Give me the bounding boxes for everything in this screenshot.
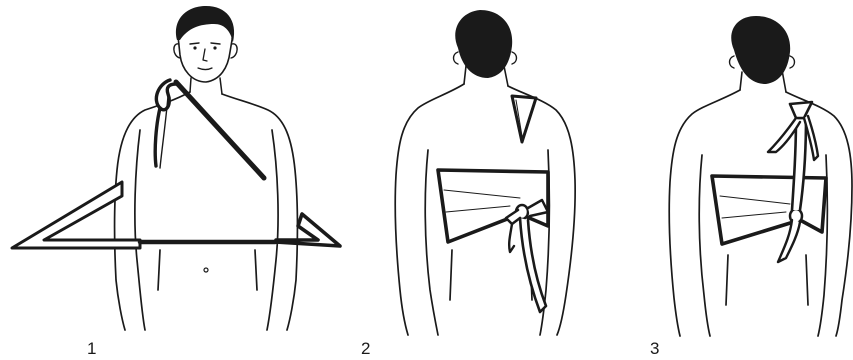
head-back-3 bbox=[730, 16, 795, 92]
triangular-bandage-front bbox=[12, 80, 340, 248]
figure-3-back-view bbox=[669, 16, 852, 336]
head-front bbox=[174, 6, 237, 94]
bandage-back-2 bbox=[438, 96, 548, 312]
figure-1-front-view bbox=[12, 6, 340, 330]
bandage-tail-over-shoulder bbox=[156, 80, 176, 110]
bandage-back-3 bbox=[712, 102, 826, 262]
shoulder-flap-2 bbox=[512, 96, 536, 142]
step-number-3: 3 bbox=[650, 340, 659, 357]
step-number-1: 1 bbox=[87, 340, 96, 357]
head-back-2 bbox=[454, 10, 517, 86]
bandage-tail-2 bbox=[520, 218, 546, 312]
torso-front bbox=[115, 92, 298, 330]
navel bbox=[204, 268, 208, 272]
figure-2-back-view bbox=[395, 10, 575, 335]
step-number-2: 2 bbox=[361, 340, 370, 357]
